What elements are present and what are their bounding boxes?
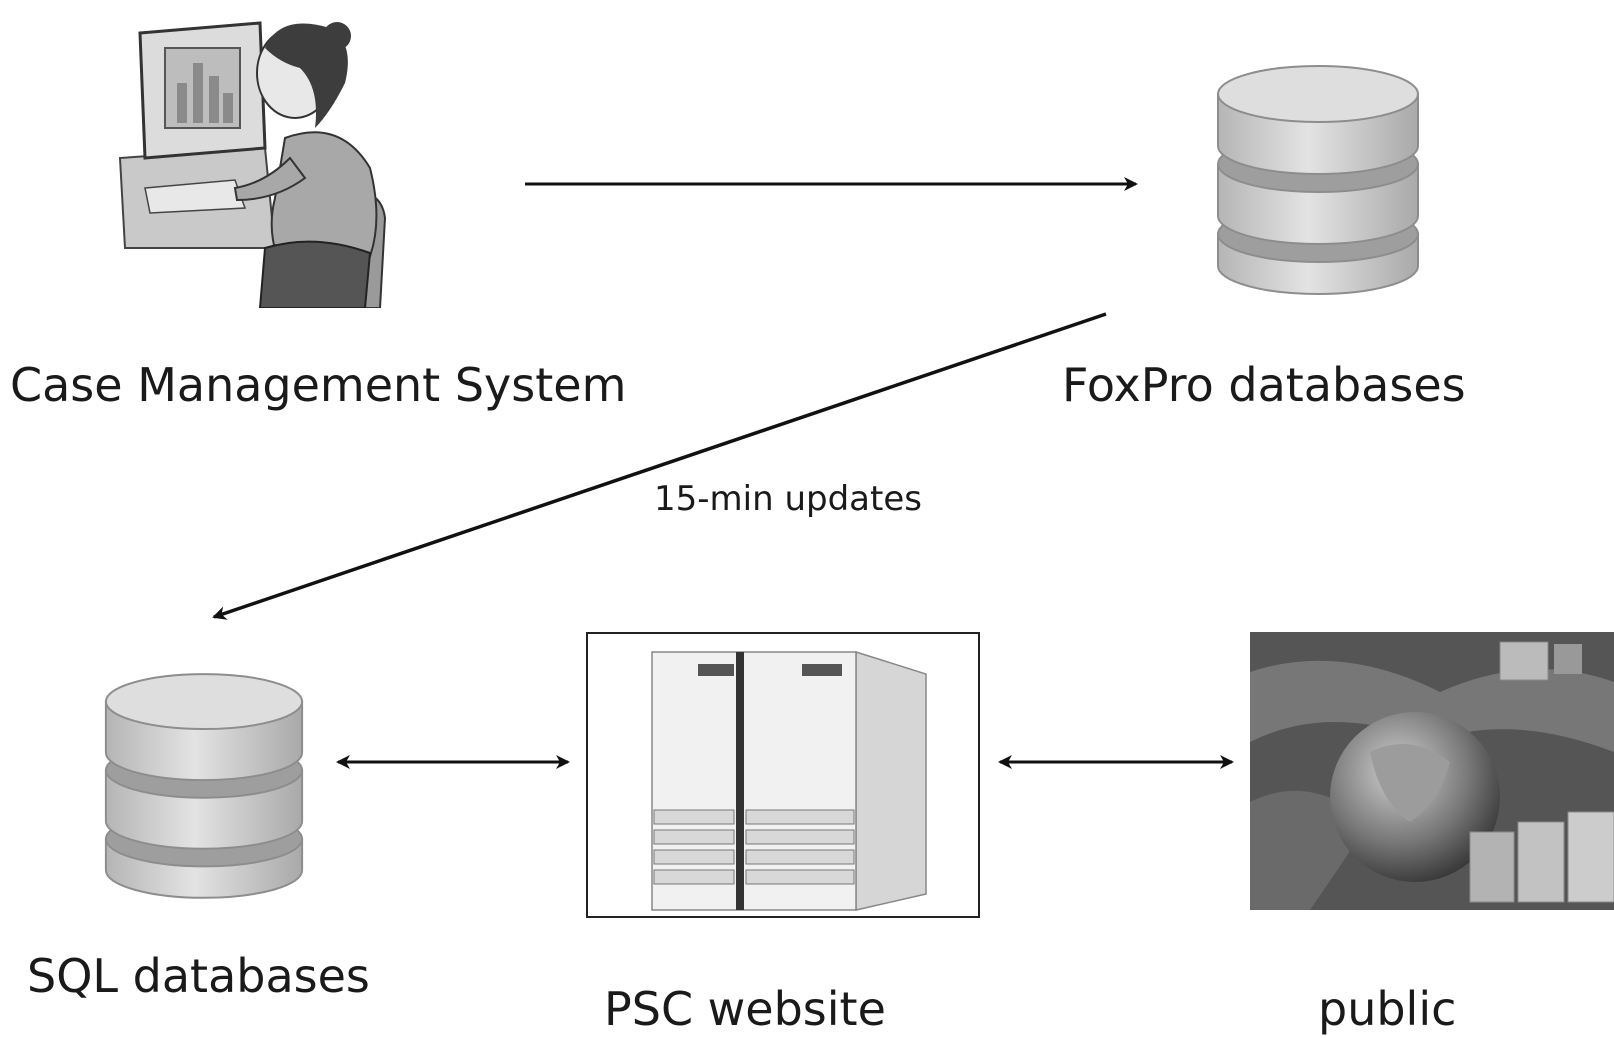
server-icon (586, 632, 980, 918)
sql-database-icon (100, 660, 308, 906)
public-label: public (1318, 982, 1457, 1036)
sql-databases-label: SQL databases (27, 949, 370, 1003)
edge-foxpro-to-sql (212, 312, 1107, 620)
globe-photo-icon (1250, 632, 1614, 910)
foxpro-database-icon (1212, 54, 1424, 300)
case-management-label: Case Management System (10, 358, 627, 412)
person-at-computer-icon (115, 8, 415, 308)
psc-website-label: PSC website (604, 982, 886, 1036)
foxpro-label: FoxPro databases (1062, 358, 1466, 412)
edge-label-15-min-updates: 15-min updates (654, 479, 922, 519)
